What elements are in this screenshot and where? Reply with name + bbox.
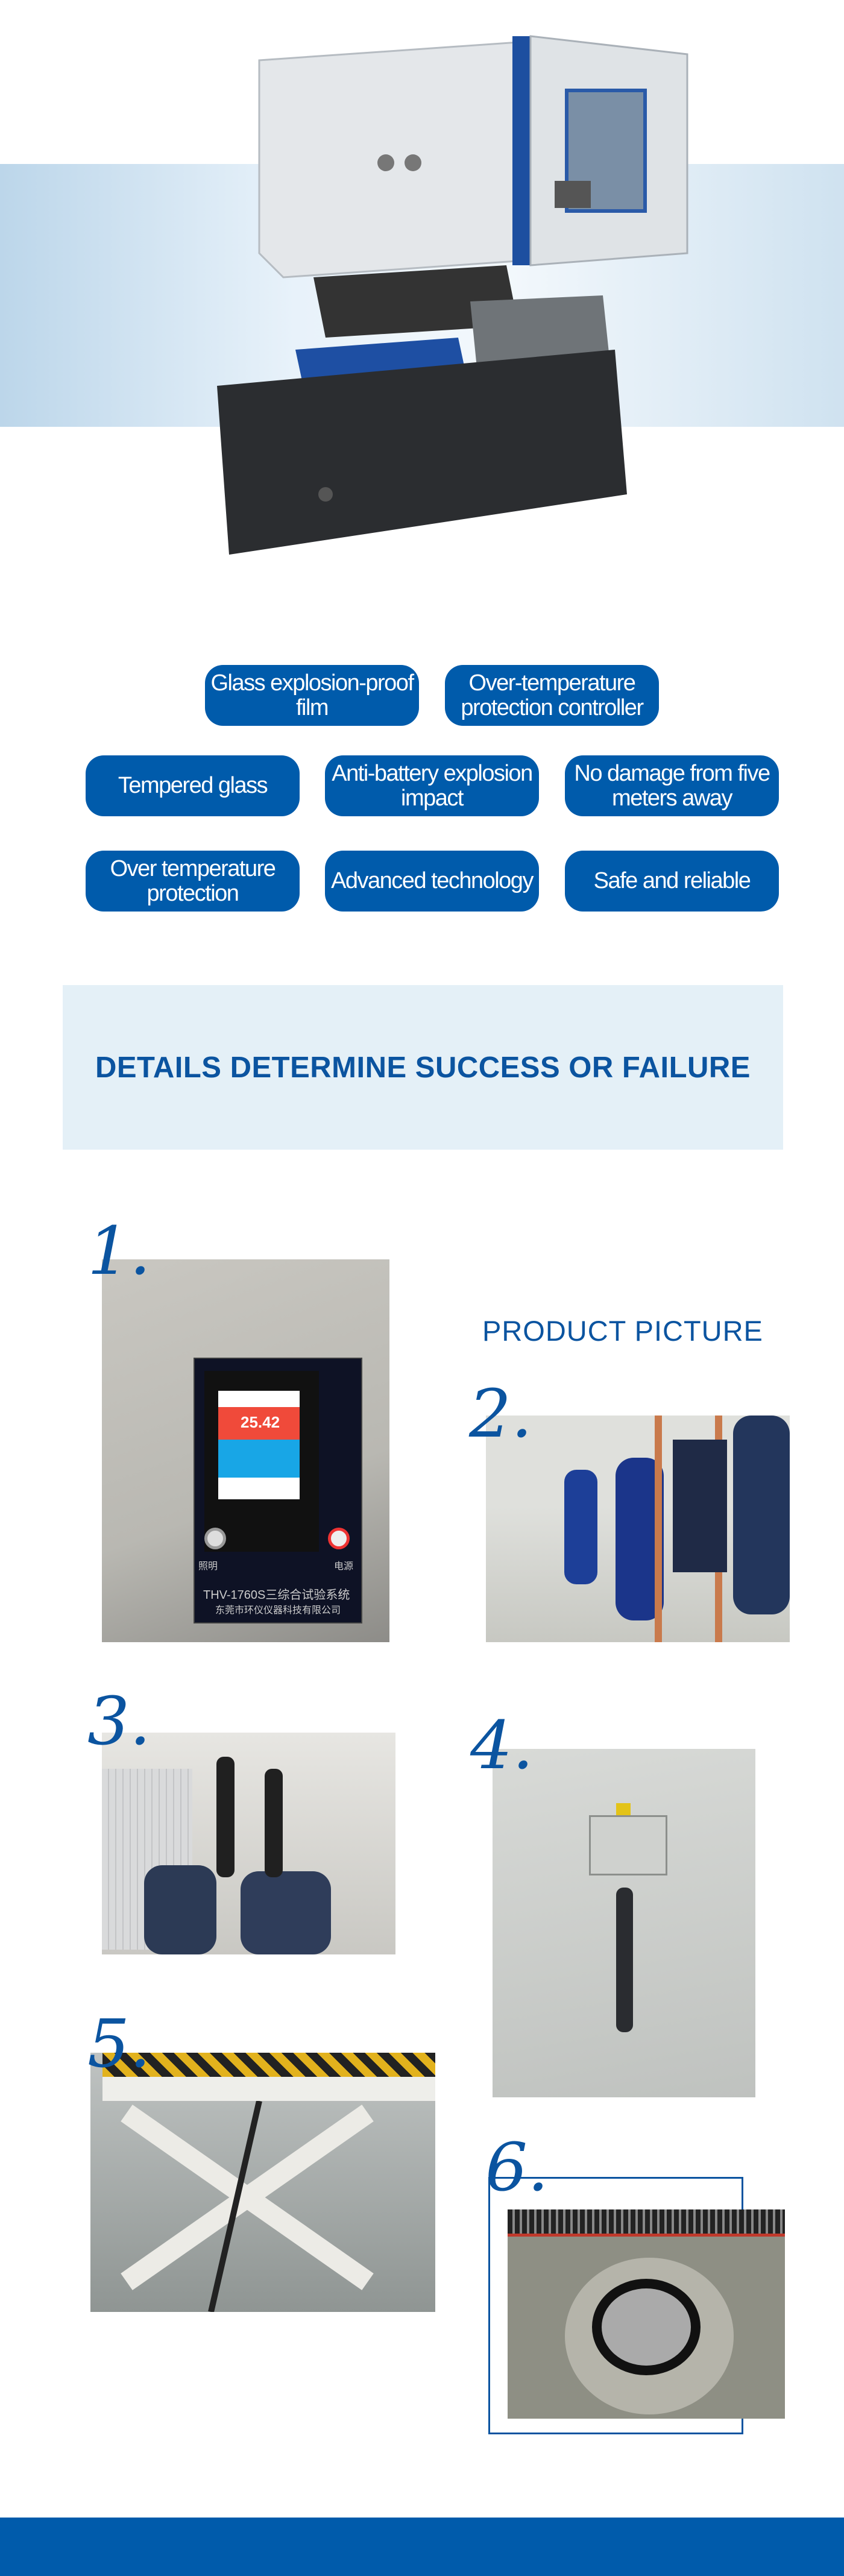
photo-scissor-lift <box>90 2053 435 2312</box>
photo-number: 2. <box>469 1375 532 1452</box>
power-button-label: 电源 <box>334 1561 354 1572</box>
feature-badge: Glass explosion-proof film <box>205 665 419 726</box>
photo-door-lock <box>493 1749 755 2097</box>
feature-badge: Over temperature protection <box>86 851 300 912</box>
photo-number: 5. <box>87 2005 151 2082</box>
photo-compressors <box>486 1416 790 1642</box>
screen-temperature: 25.42 <box>241 1413 280 1431</box>
panel-model-text: THV-1760S三综合试验系统 <box>203 1589 350 1602</box>
gallery-heading: PRODUCT PICTURE <box>482 1315 763 1347</box>
feature-badge: Over-temperature protection controller <box>445 665 659 726</box>
footer-bar <box>0 2518 844 2576</box>
light-button-label: 照明 <box>198 1561 218 1572</box>
feature-badge: Safe and reliable <box>565 851 779 912</box>
photo-number: 4. <box>470 1707 534 1784</box>
feature-badge: Advanced technology <box>325 851 539 912</box>
photo-refrigeration-unit <box>102 1733 395 1954</box>
panel-company-text: 东莞市环仪仪器科技有限公司 <box>215 1605 341 1616</box>
section-banner: DETAILS DETERMINE SUCCESS OR FAILURE <box>63 985 783 1150</box>
photo-vibration-table <box>508 2209 785 2419</box>
feature-badge: Anti-battery explosion impact <box>325 755 539 816</box>
test-chamber-image <box>217 35 688 555</box>
photo-number: 3. <box>87 1683 151 1760</box>
section-title: DETAILS DETERMINE SUCCESS OR FAILURE <box>95 1051 751 1084</box>
photo-number: 1. <box>87 1212 151 1290</box>
feature-badge: No damage from five meters away <box>565 755 779 816</box>
photo-controller-panel: 25.42 THV-1760S三综合试验系统 东莞市环仪仪器科技有限公司 照明 … <box>102 1259 389 1642</box>
feature-badge: Tempered glass <box>86 755 300 816</box>
photo-number: 6. <box>485 2129 549 2206</box>
